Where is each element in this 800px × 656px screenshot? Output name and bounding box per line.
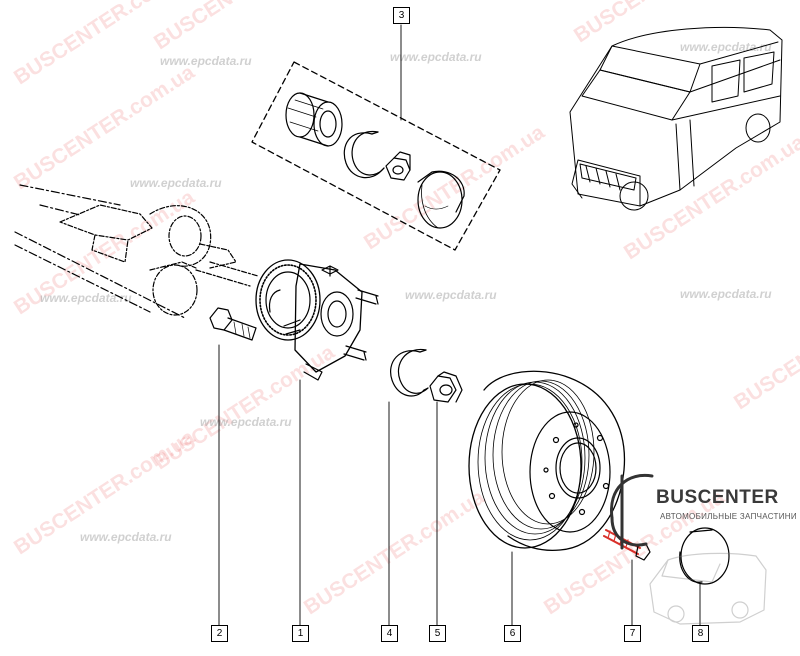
callout-2[interactable]: 2 [211,625,228,642]
axle-housing [14,184,259,319]
van-illustration [569,26,783,211]
hub-cap [679,527,730,585]
bearing-kit-outline [251,24,501,251]
callout-4[interactable]: 4 [381,625,398,642]
callout-3[interactable]: 3 [393,7,410,24]
callout-7[interactable]: 7 [624,625,641,642]
callout-6[interactable]: 6 [504,625,521,642]
snap-ring [390,348,429,397]
logo-text: BUSCENTER [656,487,779,508]
dust-cap [417,170,465,229]
logo-subtitle: АВТОМОБИЛЬНЫЕ ЗАПЧАСТИНИ [660,512,797,521]
callout-5[interactable]: 5 [429,625,446,642]
brake-drum [468,370,626,552]
hub-nut-kit [385,151,411,181]
snap-ring-kit [343,130,385,179]
hub-bolt [209,307,257,341]
callout-1[interactable]: 1 [292,625,309,642]
wheel-bearing [285,92,343,147]
hub-nut [429,371,463,403]
callout-8[interactable]: 8 [692,625,709,642]
buscenter-logo-mark [610,473,767,625]
leader-lines [218,344,701,626]
wheel-hub [255,259,379,381]
